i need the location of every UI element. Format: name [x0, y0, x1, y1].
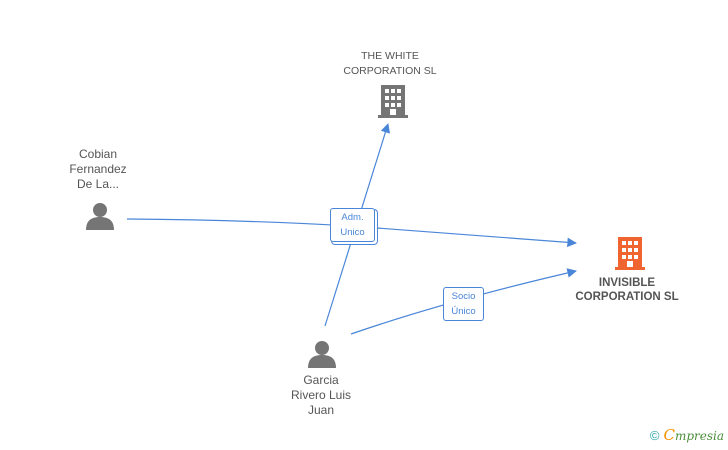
brand-name: Cmpresia: [663, 426, 724, 444]
person-icon[interactable]: [308, 341, 336, 368]
node-label-invisible-corporation[interactable]: INVISIBLE CORPORATION SL: [575, 277, 679, 303]
node-label-garcia[interactable]: Garcia Rivero Luis Juan: [290, 373, 352, 417]
copyright-symbol: ©: [649, 428, 660, 443]
building-icon[interactable]: [378, 85, 408, 118]
node-label-white-corporation[interactable]: THE WHITE CORPORATION SL: [343, 50, 437, 77]
edge-label-socio-unico[interactable]: Socio Único: [443, 287, 484, 321]
edge-label-adm-unico[interactable]: Adm. Unico: [330, 208, 375, 242]
building-icon[interactable]: [615, 237, 645, 270]
empresia-logo[interactable]: ©Cmpresia: [650, 426, 724, 444]
person-icon[interactable]: [86, 203, 114, 230]
node-label-cobian[interactable]: Cobian Fernandez De La...: [69, 147, 127, 191]
